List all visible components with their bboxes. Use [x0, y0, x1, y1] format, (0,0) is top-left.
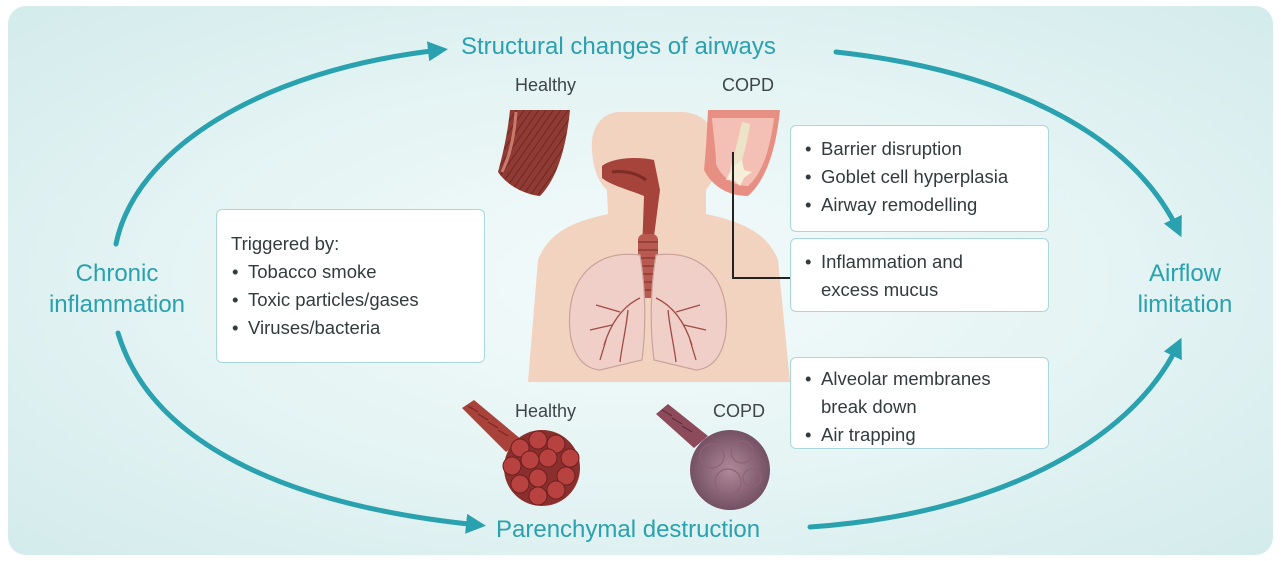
- inflammation-box: Inflammation and excess mucus: [790, 238, 1049, 312]
- inflammation-item: Inflammation and excess mucus: [804, 248, 1048, 304]
- alveolar-box: Alveolar membranes break down Air trappi…: [790, 357, 1049, 449]
- stage-left-line2: inflammation: [28, 289, 206, 320]
- alveolar-list: Alveolar membranes break down Air trappi…: [804, 365, 1048, 449]
- airway-healthy-label: Healthy: [515, 75, 576, 96]
- alveolar-line1: Alveolar membranes: [821, 368, 991, 389]
- trigger-item: Viruses/bacteria: [231, 314, 484, 342]
- airway-change-item: Airway remodelling: [804, 191, 1048, 219]
- alveoli-healthy-label: Healthy: [515, 401, 576, 422]
- inflammation-list: Inflammation and excess mucus: [804, 248, 1048, 304]
- stage-left-line1: Chronic: [28, 258, 206, 289]
- triggers-title: Triggered by:: [231, 230, 484, 258]
- alveolar-item: Alveolar membranes break down: [804, 365, 1048, 421]
- stage-right-line1: Airflow: [1105, 258, 1265, 289]
- airway-changes-list: Barrier disruption Goblet cell hyperplas…: [804, 135, 1048, 219]
- airway-copd-label: COPD: [722, 75, 774, 96]
- trigger-item: Tobacco smoke: [231, 258, 484, 286]
- stage-parenchymal-destruction: Parenchymal destruction: [496, 516, 760, 544]
- stage-structural-changes: Structural changes of airways: [461, 33, 776, 61]
- stage-right-line2: limitation: [1105, 289, 1265, 320]
- airway-healthy-icon: [498, 110, 570, 196]
- triggers-box: Triggered by: Tobacco smoke Toxic partic…: [216, 209, 485, 363]
- stage-chronic-inflammation: Chronic inflammation: [28, 258, 206, 320]
- alveolar-item: Air trapping: [804, 421, 1048, 449]
- alveoli-copd-label: COPD: [713, 401, 765, 422]
- inflammation-line2: excess mucus: [821, 279, 938, 300]
- inflammation-line1: Inflammation and: [821, 251, 963, 272]
- stage-airflow-limitation: Airflow limitation: [1105, 258, 1265, 320]
- trigger-item: Toxic particles/gases: [231, 286, 484, 314]
- triggers-list: Tobacco smoke Toxic particles/gases Viru…: [231, 258, 484, 342]
- airway-changes-box: Barrier disruption Goblet cell hyperplas…: [790, 125, 1049, 232]
- airway-change-item: Barrier disruption: [804, 135, 1048, 163]
- airway-change-item: Goblet cell hyperplasia: [804, 163, 1048, 191]
- airway-copd-icon: [704, 110, 780, 196]
- alveolar-line2: break down: [821, 396, 917, 417]
